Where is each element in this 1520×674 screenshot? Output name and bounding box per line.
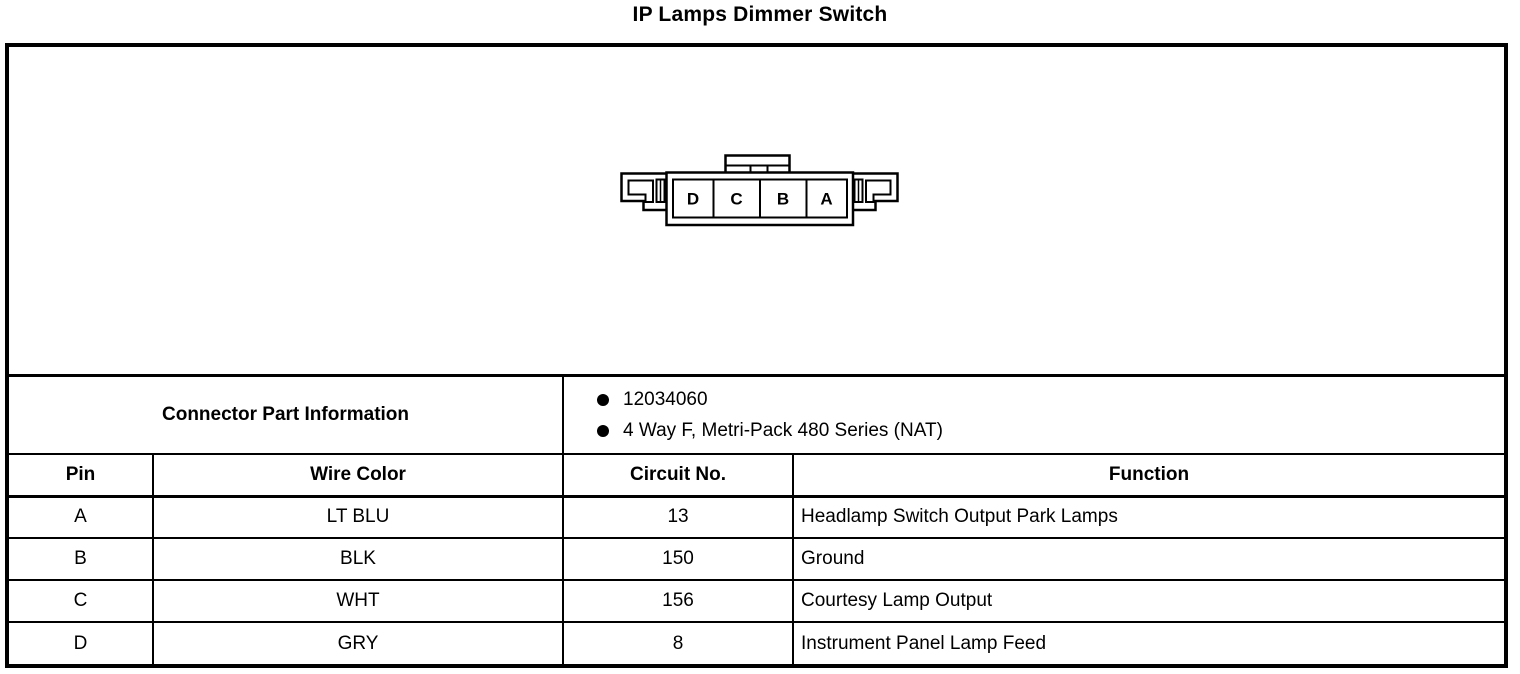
pin-label-d: D xyxy=(687,190,699,209)
part-info-label: Connector Part Information xyxy=(9,377,565,455)
part-description: 4 Way F, Metri-Pack 480 Series (NAT) xyxy=(623,419,943,441)
connector-info-panel: D C B A Connector Part Information 12034… xyxy=(5,43,1508,668)
table-row: B BLK 150 Ground xyxy=(9,537,1505,581)
connector-diagram: D C B A xyxy=(9,47,1504,377)
page-title: IP Lamps Dimmer Switch xyxy=(632,3,888,26)
wire-color-cell: LT BLU xyxy=(151,495,565,539)
connector-body xyxy=(665,171,855,227)
pin-label-a: A xyxy=(820,190,832,209)
header-circuit-no: Circuit No. xyxy=(562,453,795,498)
bullet-icon xyxy=(597,424,610,437)
connector-left-wing xyxy=(620,172,669,212)
table-row: A LT BLU 13 Headlamp Switch Output Park … xyxy=(9,495,1505,539)
table-row: C WHT 156 Courtesy Lamp Output xyxy=(9,579,1505,623)
part-info-item: 4 Way F, Metri-Pack 480 Series (NAT) xyxy=(597,415,1504,446)
pin-label-c: C xyxy=(730,190,742,209)
part-info-values: 12034060 4 Way F, Metri-Pack 480 Series … xyxy=(562,377,1505,455)
connector-table: Connector Part Information 12034060 4 Wa… xyxy=(9,377,1505,664)
bullet-icon xyxy=(597,393,610,406)
table-row: D GRY 8 Instrument Panel Lamp Feed xyxy=(9,621,1505,664)
connector-latch-tab xyxy=(724,154,791,175)
connector-drawing-svg: D C B A xyxy=(620,154,899,227)
function-cell: Instrument Panel Lamp Feed xyxy=(792,621,1505,664)
table-header-row: Pin Wire Color Circuit No. Function xyxy=(9,453,1505,498)
header-wire-color: Wire Color xyxy=(151,453,565,498)
pin-label-b: B xyxy=(777,190,789,209)
circuit-cell: 13 xyxy=(562,495,795,539)
pin-cell: C xyxy=(9,579,154,623)
connector-right-wing xyxy=(850,172,899,212)
wire-color-cell: WHT xyxy=(151,579,565,623)
circuit-cell: 150 xyxy=(562,537,795,581)
header-function: Function xyxy=(792,453,1505,498)
part-number: 12034060 xyxy=(623,388,708,410)
pin-cell: B xyxy=(9,537,154,581)
circuit-cell: 8 xyxy=(562,621,795,664)
circuit-cell: 156 xyxy=(562,579,795,623)
function-cell: Courtesy Lamp Output xyxy=(792,579,1505,623)
part-info-item: 12034060 xyxy=(597,384,1504,415)
pin-cell: D xyxy=(9,621,154,664)
part-info-row: Connector Part Information 12034060 4 Wa… xyxy=(9,377,1505,455)
pin-cell: A xyxy=(9,495,154,539)
wire-color-cell: GRY xyxy=(151,621,565,664)
header-pin: Pin xyxy=(9,453,154,498)
wire-color-cell: BLK xyxy=(151,537,565,581)
function-cell: Headlamp Switch Output Park Lamps xyxy=(792,495,1505,539)
function-cell: Ground xyxy=(792,537,1505,581)
